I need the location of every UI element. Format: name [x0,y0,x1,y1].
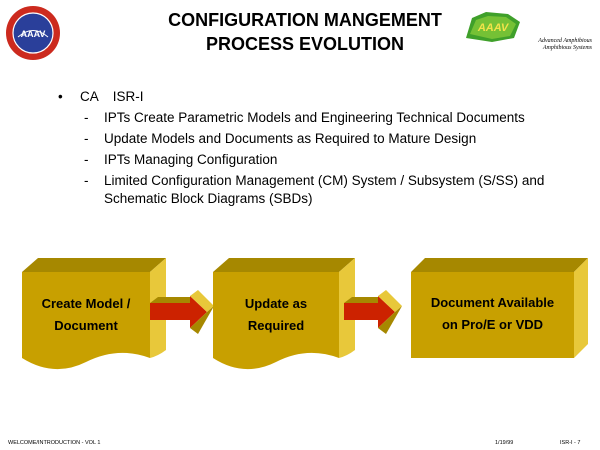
flow-step-1-label: Create Model / Document [41,296,131,333]
aaav-logo-right: AAAV [462,8,524,46]
footer-volume: WELCOME/INTRODUCTION - VOL 1 [8,440,101,446]
bullet-ca-label: CA [80,89,99,104]
flow-step-3-shape [411,258,588,358]
flow-step-1-shape [22,258,166,370]
sub-bullet-4: - Limited Configuration Management (CM) … [84,173,545,206]
bullet-list: • CA ISR-I - IPTs Create Parametric Model… [58,88,558,208]
footer-date: 1/19/99 [495,440,514,446]
title-line-1: CONFIGURATION MANGEMENT [168,10,442,30]
bullet-marker: • [58,89,63,104]
flow-arrow-1 [150,290,214,334]
sub-bullet-3: - IPTs Managing Configuration [84,152,278,167]
svg-text:AAAV: AAAV [21,29,46,39]
bullet-ca-value: ISR-I [112,89,144,104]
flow-arrow-2 [344,290,402,334]
page-title: CONFIGURATION MANGEMENT PROCESS EVOLUTIO… [120,8,490,56]
bullet-ca: • CA ISR-I [58,88,558,106]
sub-bullet-1: - IPTs Create Parametric Models and Engi… [84,110,525,125]
aaav-logo-left: AAAV [4,4,62,62]
title-line-2: PROCESS EVOLUTION [205,34,405,54]
process-flow-diagram [22,258,588,370]
svg-text:AAAV: AAAV [477,22,510,34]
footer-page-number: ISR-I - 7 [560,440,581,446]
flow-step-3-label: Document Available on Pro/E or VDD [430,295,555,332]
right-logo-caption: Advanced Amphibious Amphibious Systems [538,38,592,51]
sub-bullet-2: - Update Models and Documents as Require… [84,131,477,146]
flow-step-2-label: Update as Required [244,296,308,333]
